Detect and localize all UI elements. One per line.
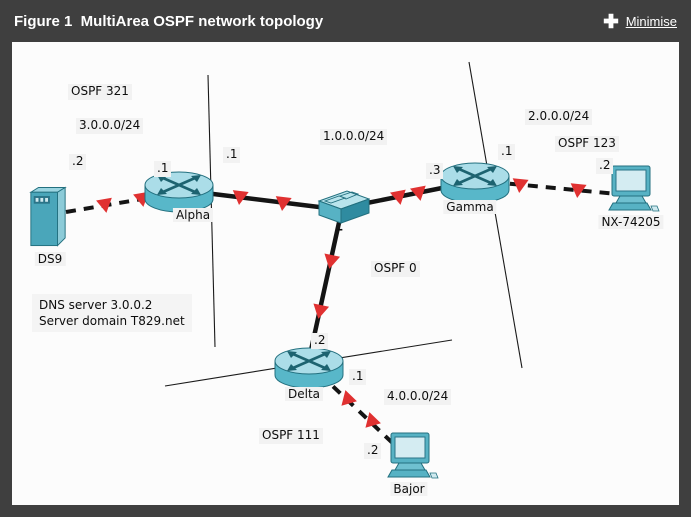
device-label-bajor: Bajor	[390, 482, 428, 496]
link-delta-bajor	[318, 372, 404, 454]
dns-note-line1: DNS server 3.0.0.2	[39, 298, 153, 312]
packet-arrow	[275, 196, 292, 211]
router-icon	[274, 347, 344, 389]
interface-label-bajor: .2	[364, 443, 382, 459]
device-alpha[interactable]	[143, 168, 215, 218]
minimise-label: Minimise	[625, 13, 677, 29]
network-label-3000: 3.0.0.0/24	[76, 118, 144, 134]
interface-label-alpha-left: .1	[154, 161, 172, 177]
area-label-ospf321: OSPF 321	[68, 84, 132, 100]
server-icon	[29, 186, 67, 247]
area-boundary-right	[468, 61, 523, 369]
device-label-nx74205: NX-74205	[598, 215, 664, 229]
packet-arrow	[96, 197, 112, 213]
dns-note: DNS server 3.0.0.2 Server domain T829.ne…	[32, 294, 192, 333]
interface-label-delta-right: .1	[349, 369, 367, 385]
area-label-ospf0: OSPF 0	[371, 261, 420, 277]
network-label-2000: 2.0.0.0/24	[525, 109, 593, 125]
packet-arrow	[313, 303, 330, 319]
switch-icon	[317, 190, 371, 224]
pc-icon	[608, 165, 660, 212]
device-label-ds9: DS9	[34, 252, 66, 266]
link-alpha-switch	[196, 189, 328, 211]
packet-arrow	[512, 178, 529, 193]
packet-arrow	[232, 190, 249, 205]
area-label-ospf123: OSPF 123	[555, 136, 619, 152]
packet-arrow	[390, 189, 406, 205]
packet-arrow	[570, 183, 587, 198]
minimise-button[interactable]: Minimise	[603, 13, 677, 29]
interface-label-ds9: .2	[69, 154, 87, 170]
device-gamma[interactable]	[439, 159, 511, 209]
device-ds9[interactable]	[28, 184, 68, 254]
collapse-arrows-icon	[603, 13, 618, 29]
packet-arrow	[341, 390, 357, 406]
interface-label-nx74205: .2	[596, 158, 614, 174]
interface-label-gamma-right: .1	[498, 144, 516, 160]
device-bajor[interactable]	[383, 431, 439, 487]
device-label-gamma: Gamma	[443, 200, 497, 214]
device-label-delta: Delta	[284, 387, 324, 401]
interface-label-alpha-right: .1	[223, 147, 241, 163]
packet-arrow	[410, 185, 426, 201]
device-switch[interactable]	[309, 188, 371, 230]
packet-arrow	[365, 412, 381, 428]
area-label-ospf111: OSPF 111	[259, 428, 323, 444]
device-label-alpha: Alpha	[172, 208, 214, 222]
switch-port-mark: –	[337, 222, 343, 236]
device-delta[interactable]	[273, 344, 345, 394]
network-label-4000: 4.0.0.0/24	[384, 389, 452, 405]
packet-arrow	[324, 253, 341, 269]
figure-titlebar: Figure 1 MultiArea OSPF network topology…	[0, 0, 691, 42]
link-gamma-nx74205	[491, 180, 618, 196]
router-icon	[440, 162, 510, 204]
interface-label-delta-top: .2	[311, 333, 329, 349]
figure-title: Figure 1 MultiArea OSPF network topology	[14, 12, 324, 30]
router-icon	[144, 171, 214, 213]
device-nx74205[interactable]	[604, 164, 660, 220]
topology-canvas: DS9 Alpha	[12, 42, 679, 505]
interface-label-gamma-left: .3	[426, 163, 444, 179]
pc-icon	[387, 432, 439, 479]
network-label-1000: 1.0.0.0/24	[320, 129, 388, 145]
links-and-boundaries-layer	[65, 61, 618, 454]
dns-note-line2: Server domain T829.net	[39, 314, 185, 329]
